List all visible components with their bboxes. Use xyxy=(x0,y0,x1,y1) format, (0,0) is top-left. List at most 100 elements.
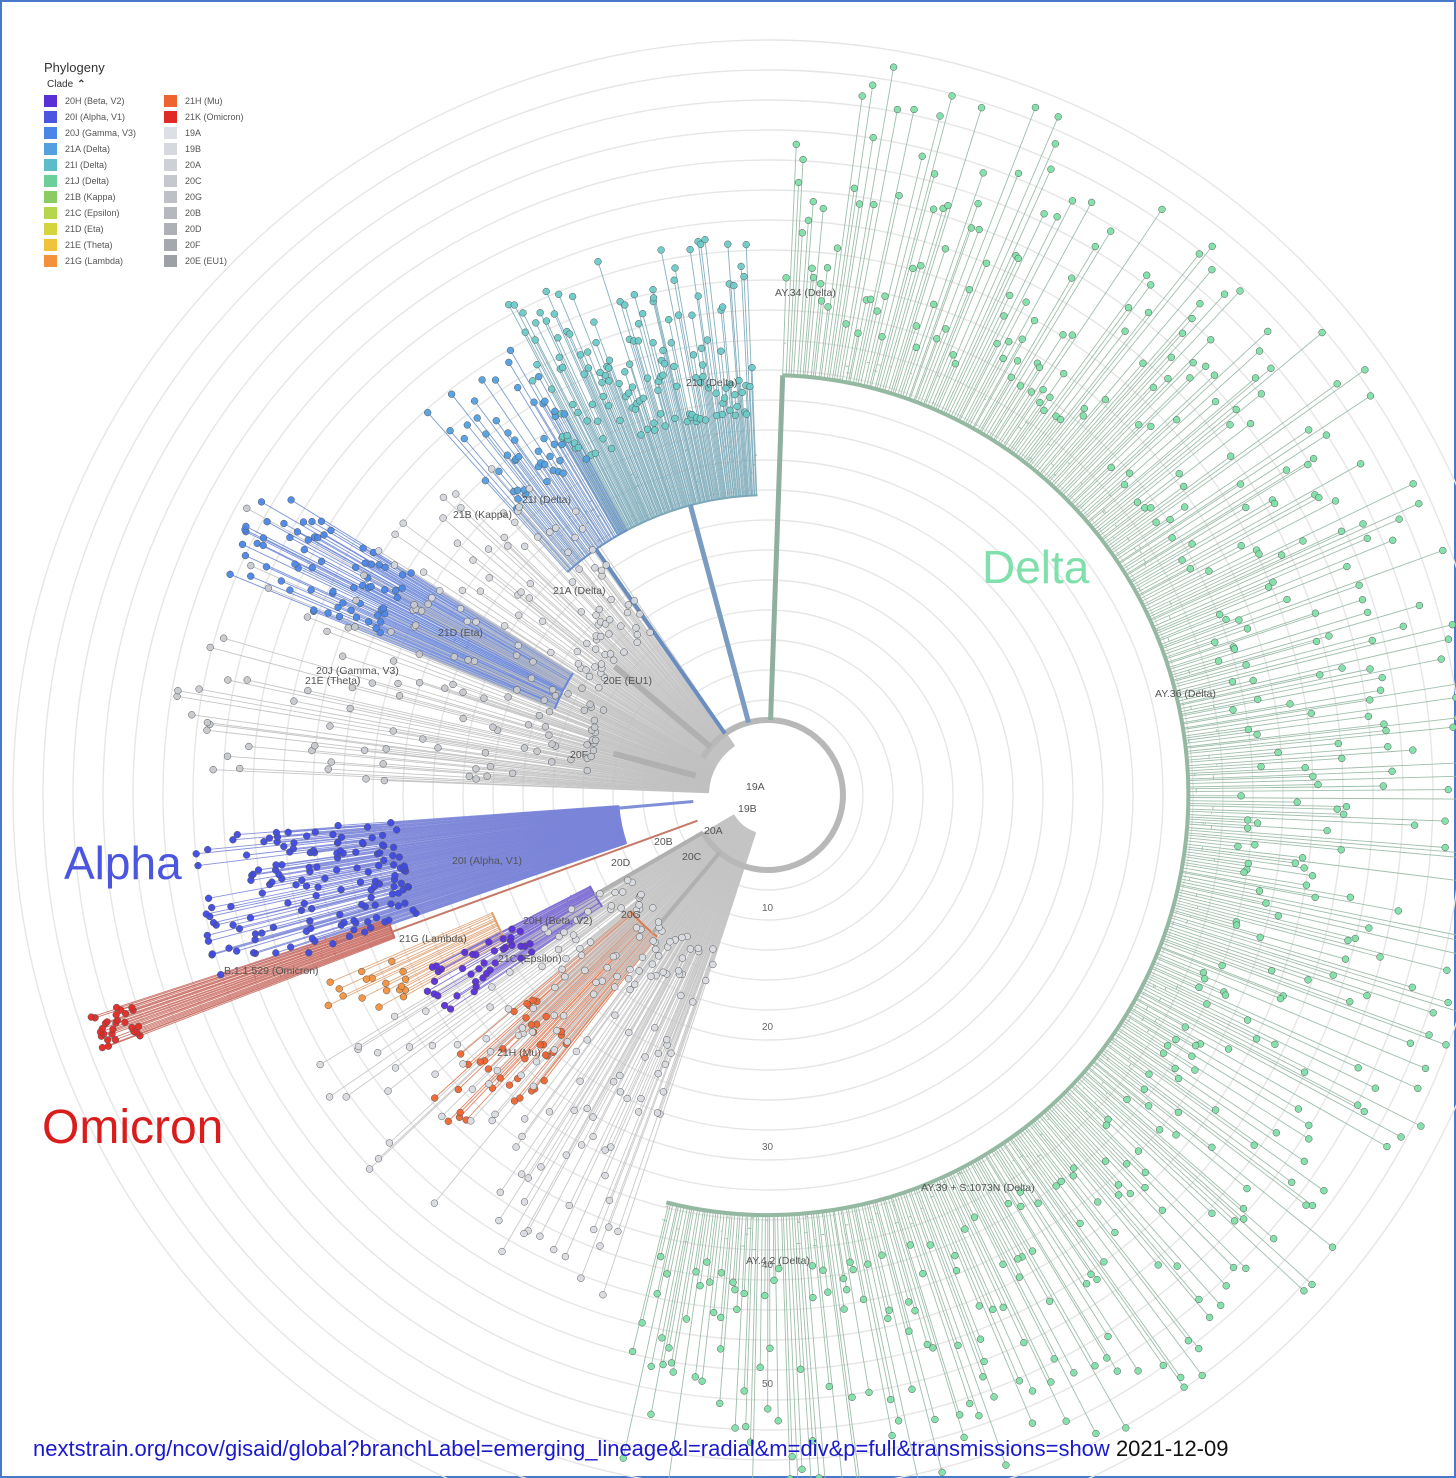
legend-item[interactable]: 21J (Delta) xyxy=(44,174,136,187)
legend-item[interactable]: 20G xyxy=(164,190,244,203)
tree-tip xyxy=(542,1051,550,1059)
tree-tip xyxy=(591,663,599,671)
tree-tip xyxy=(204,894,213,902)
tree-branch xyxy=(1170,660,1219,676)
legend-item[interactable]: 20B xyxy=(164,206,244,219)
tree-branch xyxy=(1185,843,1303,859)
tree-branch xyxy=(635,502,639,504)
tree-branch xyxy=(664,363,699,504)
tree-tip xyxy=(459,714,467,723)
tree-branch xyxy=(597,261,678,510)
tree-tip xyxy=(585,672,594,681)
legend-item[interactable]: 21A (Delta) xyxy=(44,142,136,155)
legend-item[interactable]: 19B xyxy=(164,142,244,155)
tree-branch xyxy=(1052,356,1172,487)
tree-tip xyxy=(1343,562,1351,571)
tree-branch xyxy=(1096,1055,1213,1148)
tree-branch xyxy=(580,667,719,762)
legend-item[interactable]: 21G (Lambda) xyxy=(44,254,136,267)
legend-item[interactable]: 20F xyxy=(164,238,244,251)
legend-item[interactable]: 20D xyxy=(164,222,244,235)
tree-tip xyxy=(501,622,509,630)
tree-branch xyxy=(1187,775,1456,785)
clade-arc xyxy=(629,910,658,938)
tree-branch xyxy=(1129,543,1193,582)
source-url[interactable]: nextstrain.org/ncov/gisaid/global?branch… xyxy=(33,1436,1110,1461)
tree-branch xyxy=(804,1213,814,1298)
tree-branch xyxy=(908,1190,1007,1466)
tree-tip xyxy=(1168,534,1176,542)
tree-tip xyxy=(575,565,583,573)
legend-item[interactable]: 21H (Mu) xyxy=(164,94,244,107)
tree-tip xyxy=(1308,872,1317,880)
tree-tip xyxy=(1111,1228,1119,1237)
tree-branch xyxy=(662,350,700,504)
legend-item[interactable]: 20C xyxy=(164,174,244,187)
tree-branch xyxy=(660,376,694,505)
branch-label: AY.36 (Delta) xyxy=(1155,688,1216,700)
legend-item[interactable]: 21B (Kappa) xyxy=(44,190,136,203)
legend-item[interactable]: 21K (Omicron) xyxy=(164,110,244,123)
tree-branch xyxy=(1114,517,1116,519)
legend-item[interactable]: 21D (Eta) xyxy=(44,222,136,235)
tree-branch xyxy=(518,506,730,750)
tree-tip xyxy=(339,992,347,1000)
tree-tip xyxy=(1376,686,1385,694)
legend-color-by-toggle[interactable]: Clade ⌃ xyxy=(47,79,284,90)
tree-tip xyxy=(1242,503,1250,512)
legend-item[interactable]: 20H (Beta, V2) xyxy=(44,94,136,107)
tree-branch xyxy=(337,606,558,704)
tree-branch xyxy=(1186,823,1248,829)
legend-item[interactable]: 20E (EU1) xyxy=(164,254,244,267)
tree-tip xyxy=(1309,772,1317,780)
tree-branch xyxy=(345,817,736,1098)
tree-tip xyxy=(87,1013,95,1021)
tree-tip xyxy=(649,339,657,347)
legend-item[interactable]: 19A xyxy=(164,126,244,139)
legend-item[interactable]: 20J (Gamma, V3) xyxy=(44,126,136,139)
tree-tip xyxy=(1337,846,1345,854)
tree-branch xyxy=(1153,537,1368,631)
tree-branch xyxy=(1133,559,1183,589)
legend-item[interactable]: 20I (Alpha, V1) xyxy=(44,110,136,123)
tree-branch xyxy=(720,351,737,497)
tree-tip xyxy=(619,888,627,896)
tree-branch xyxy=(1014,274,1148,456)
tree-tip xyxy=(869,81,877,89)
tree-tip xyxy=(272,828,281,837)
tree-branch xyxy=(640,434,669,513)
legend-item[interactable]: 20A xyxy=(164,158,244,171)
tree-branch xyxy=(999,1145,1039,1204)
tree-tip xyxy=(976,1335,985,1343)
tree-tip xyxy=(311,742,319,750)
legend-item[interactable]: 21E (Theta) xyxy=(44,238,136,251)
tree-branch xyxy=(427,412,569,572)
tree-tip xyxy=(552,524,560,532)
legend-item[interactable]: 21C (Epsilon) xyxy=(44,206,136,219)
tree-branch xyxy=(475,902,600,983)
tree-branch xyxy=(1062,1093,1234,1268)
tree-branch xyxy=(591,706,715,769)
tree-tip xyxy=(1240,868,1248,876)
tree-branch xyxy=(1042,362,1144,479)
tree-branch xyxy=(863,296,886,387)
legend-item-label: 20C xyxy=(185,175,202,186)
tree-tip xyxy=(339,652,347,660)
tree-branch xyxy=(878,268,914,391)
tree-branch xyxy=(633,294,692,506)
tree-tip xyxy=(590,1225,598,1234)
tree-tip xyxy=(633,638,641,646)
tree-tip xyxy=(982,259,991,267)
tree-branch xyxy=(853,1206,900,1421)
tree-tip xyxy=(520,1198,529,1206)
legend-item[interactable]: 21I (Delta) xyxy=(44,158,136,171)
tree-tip xyxy=(1340,810,1348,818)
tree-branch xyxy=(268,587,713,773)
tree-tip xyxy=(1242,661,1250,669)
tree-branch xyxy=(1036,1154,1042,1158)
tree-tip xyxy=(323,627,331,636)
tree-tip xyxy=(854,329,862,337)
tree-branch xyxy=(386,748,709,789)
tree-tip xyxy=(351,623,359,631)
tree-tip xyxy=(337,885,345,894)
